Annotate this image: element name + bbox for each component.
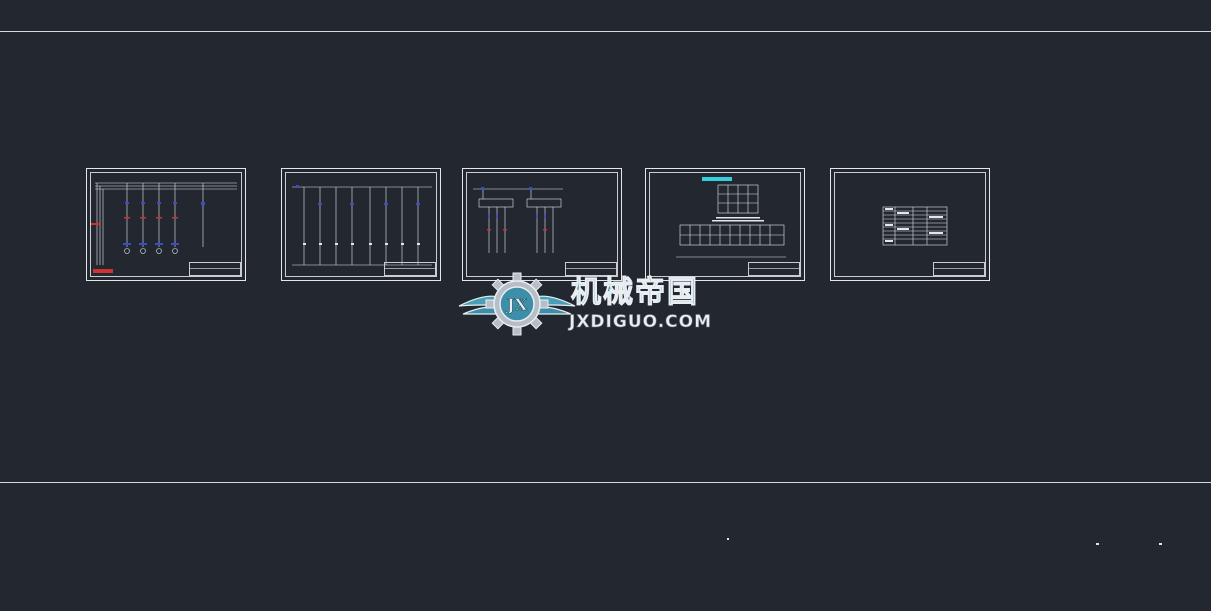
sheet-border — [834, 172, 986, 277]
emblem-text: JX — [505, 295, 528, 314]
drawing-sheet-control-circuit[interactable] — [281, 168, 441, 281]
contactor-wiring-schematic — [473, 187, 563, 253]
sheet-border — [90, 172, 242, 277]
drawing-point-marker — [1159, 543, 1162, 545]
drawing-sheet-power-circuit[interactable] — [86, 168, 246, 281]
watermark-english-text: JXDIGUO.COM — [569, 312, 713, 333]
drawing-sheet-component-list[interactable] — [830, 168, 990, 281]
drawing-boundary-line-bottom — [0, 482, 1211, 483]
component-list-table — [882, 206, 948, 246]
drawing-point-marker — [1096, 543, 1099, 545]
title-block — [748, 262, 800, 276]
control-circuit-schematic — [292, 185, 432, 266]
sheet-border — [285, 172, 437, 277]
sheet-border — [466, 172, 618, 277]
title-block — [189, 262, 241, 276]
watermark-chinese-text: 机械帝国 — [571, 275, 699, 310]
power-circuit-schematic — [91, 182, 237, 273]
drawing-boundary-line-top — [0, 31, 1211, 32]
title-block — [933, 262, 985, 276]
watermark-logo: JX 机械帝国 JXDIGUO.COM — [457, 270, 757, 338]
terminal-layout-drawing — [676, 177, 786, 258]
sheet-border — [649, 172, 801, 277]
drawing-sheet-terminal-layout[interactable] — [645, 168, 805, 281]
title-block — [384, 262, 436, 276]
title-block — [565, 262, 617, 276]
drawing-sheet-contactor-wiring[interactable] — [462, 168, 622, 281]
drawing-point-marker — [727, 538, 729, 540]
gear-wings-icon: JX — [458, 272, 576, 336]
